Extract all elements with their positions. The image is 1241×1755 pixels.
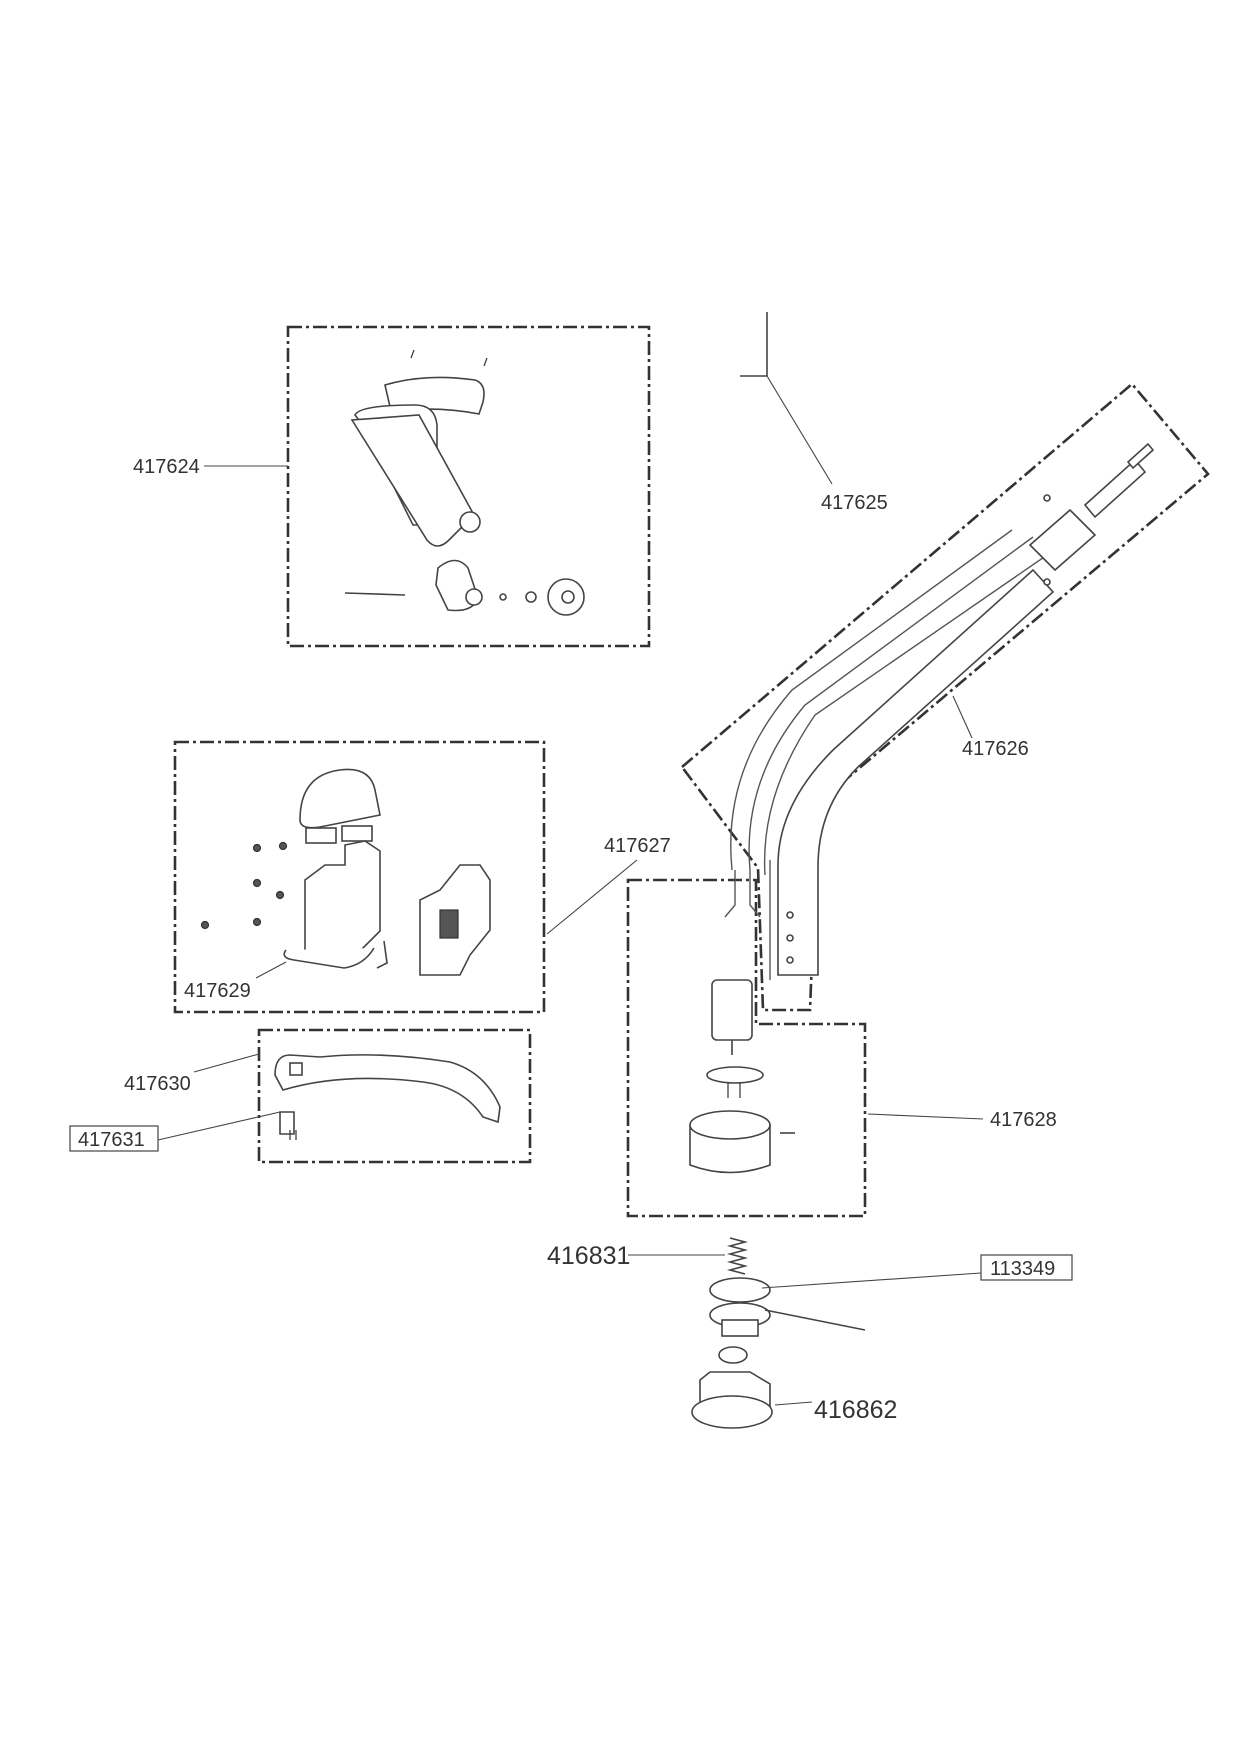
part-label-417624: 417624 — [133, 456, 200, 478]
guard-clip — [289, 1062, 303, 1076]
group-box-417627 — [173, 740, 546, 1014]
housing-cap — [299, 768, 381, 829]
spool-top — [709, 1277, 771, 1303]
screw — [1043, 578, 1051, 586]
group-417630-guard-assembly: 417630 417631 — [69, 1028, 532, 1164]
guard-screws — [289, 1130, 297, 1140]
part-label-113349: 113349 — [990, 1258, 1055, 1280]
inner-wire — [763, 552, 1051, 980]
cover-spring — [718, 1346, 748, 1364]
group-box-417628 — [626, 878, 867, 1218]
leader-416862 — [774, 1401, 813, 1406]
part-label-417625: 417625 — [821, 492, 888, 514]
spring-drawing — [726, 1237, 749, 1275]
shaft-parts-drawing — [730, 442, 1155, 980]
part-label-417631: 417631 — [78, 1129, 145, 1151]
wire-tube — [730, 529, 1034, 871]
leader-113349 — [761, 1272, 982, 1289]
guard-parts-drawing — [274, 1054, 501, 1140]
switch-plate — [305, 827, 337, 844]
leader-417629 — [255, 961, 287, 979]
shaft-hole — [786, 911, 794, 919]
leader-417626 — [952, 695, 973, 739]
handle-parts-drawing — [344, 349, 585, 616]
part-label-416831: 416831 — [547, 1242, 630, 1270]
group-box-417626 — [680, 382, 1210, 1012]
motor-screws — [727, 1083, 741, 1098]
connector-plug — [1126, 442, 1155, 470]
part-417625-pin: 417625 — [740, 312, 888, 514]
housing-parts-drawing — [200, 768, 491, 976]
motor-plate — [706, 1066, 764, 1084]
part-416862-spool-cover: 416862 — [691, 1346, 897, 1429]
part-label-416862: 416862 — [814, 1396, 897, 1424]
trimmer-line — [764, 1309, 866, 1331]
cover-base — [691, 1395, 773, 1429]
guard-bracket — [279, 1111, 295, 1135]
part-113349-spool: 113349 — [709, 1254, 1073, 1337]
switch-plate — [341, 825, 373, 842]
wire-clip — [283, 940, 388, 969]
group-417627-housing-assembly: 417627 417629 — [173, 740, 671, 1014]
group-417626-shaft-assembly: 417626 — [680, 382, 1210, 1012]
nut — [525, 591, 537, 603]
leader-417625 — [766, 375, 833, 485]
group-417624-handle-assembly: 417624 — [133, 325, 651, 648]
shaft-connector — [1083, 458, 1147, 519]
leader-417628 — [867, 1113, 984, 1120]
shaft-tube — [777, 568, 1055, 976]
housing-window — [439, 909, 459, 939]
part-label-417627: 417627 — [604, 835, 671, 857]
motor-can — [711, 979, 753, 1041]
knob-center — [561, 590, 575, 604]
leader-417627 — [546, 859, 638, 935]
part-label-417626: 417626 — [962, 738, 1029, 760]
spool-hub — [721, 1319, 759, 1337]
part-label-417628: 417628 — [990, 1109, 1057, 1131]
leader-417631 — [157, 1111, 281, 1141]
part-label-box-417631 — [69, 1125, 159, 1152]
leader-417630 — [193, 1053, 260, 1073]
screw — [1043, 494, 1051, 502]
pin-drawing — [740, 312, 768, 377]
shaft-coupler-grip — [1028, 508, 1097, 572]
shaft-hole — [786, 956, 794, 964]
handle-pivot-knob — [459, 511, 481, 533]
part-416831-spring: 416831 — [547, 1237, 749, 1275]
group-417628-motor-assembly: 417628 — [626, 870, 1057, 1218]
motor-parts-drawing — [689, 870, 795, 1174]
handle-loop — [350, 414, 475, 547]
part-label-box-113349 — [980, 1254, 1073, 1281]
left-housing-half — [304, 840, 381, 962]
part-label-417629: 417629 — [184, 980, 251, 1002]
bracket-gear — [465, 588, 483, 606]
screw-pin — [410, 349, 488, 367]
screws — [200, 841, 288, 930]
group-box-417630 — [257, 1028, 532, 1164]
fan-blades — [689, 1110, 771, 1140]
part-label-417630: 417630 — [124, 1073, 191, 1095]
washer — [499, 593, 507, 601]
guard-body — [274, 1054, 501, 1124]
motor-wires — [724, 870, 761, 918]
bolt — [344, 592, 406, 596]
group-box-417624 — [286, 325, 651, 648]
shaft-hole — [786, 934, 794, 942]
